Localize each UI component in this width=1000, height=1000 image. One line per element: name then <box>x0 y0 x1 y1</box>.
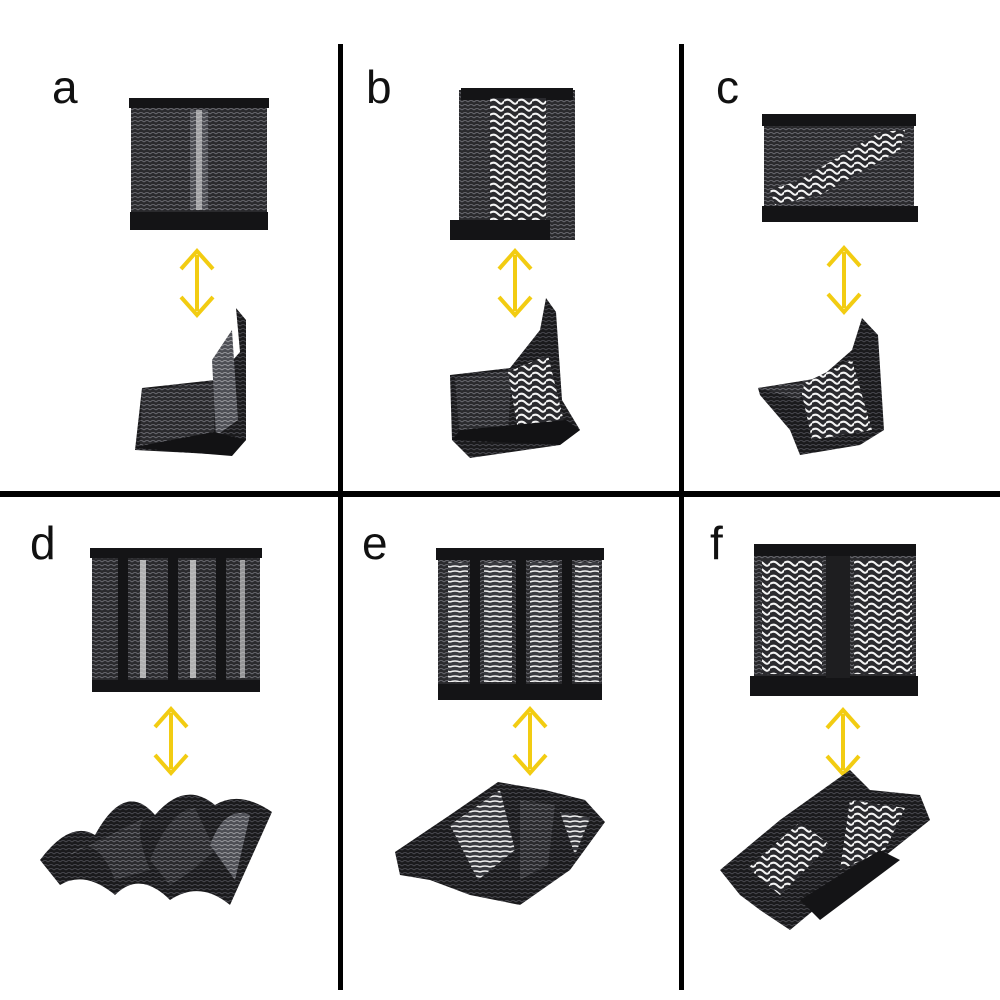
panel-e-flat-fabric <box>436 548 604 700</box>
panel-e-folded-fabric <box>395 782 605 905</box>
panel-a-flat-fabric <box>129 98 269 230</box>
panel-c-flat-fabric <box>762 114 918 222</box>
panel-f-folded-fabric <box>720 770 930 930</box>
divider-vertical-top-left <box>338 44 343 495</box>
panel-d-flat-fabric <box>90 548 262 692</box>
panel-e-arrow-icon <box>512 707 548 775</box>
panel-label-f: f <box>710 517 723 569</box>
panel-label-d: d <box>30 517 56 569</box>
panel-a-arrow-icon <box>179 249 215 317</box>
panel-c-folded-fabric <box>758 318 884 455</box>
panel-b-flat-fabric <box>450 88 575 240</box>
divider-vertical-bottom-left <box>338 495 343 990</box>
panel-label-a: a <box>52 61 78 113</box>
panel-d-folded-fabric <box>40 794 272 905</box>
panel-label-c: c <box>716 61 739 113</box>
panel-a-folded-fabric <box>135 308 246 456</box>
panel-b-folded-fabric <box>450 298 580 458</box>
panel-label-e: e <box>362 517 388 569</box>
panel-c-arrow-icon <box>826 246 862 314</box>
panel-b-arrow-icon <box>497 249 533 317</box>
panel-d-arrow-icon <box>153 707 189 775</box>
panel-f-arrow-icon <box>825 708 861 776</box>
panel-f-flat-fabric <box>750 544 918 696</box>
panel-label-b: b <box>366 61 392 113</box>
divider-vertical-top-right <box>679 44 684 495</box>
divider-horizontal <box>0 491 1000 497</box>
divider-vertical-bottom-right <box>679 495 684 990</box>
